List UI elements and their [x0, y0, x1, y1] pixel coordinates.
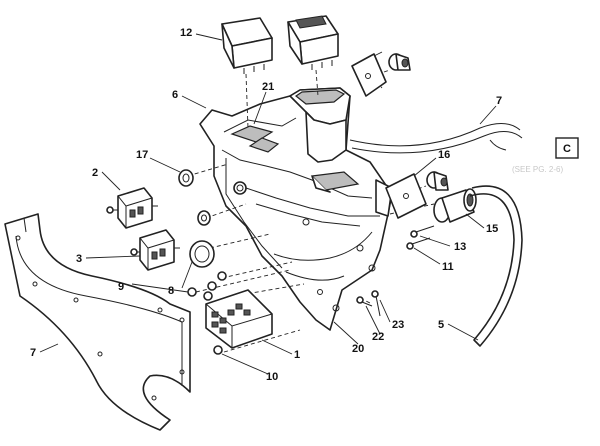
callout-12: 11	[442, 261, 454, 273]
leader-lines	[39, 33, 497, 375]
callout-20: 21	[262, 81, 274, 93]
wire-harness-8	[349, 123, 523, 154]
callout-6: 6	[172, 89, 178, 101]
washer-small	[197, 210, 211, 226]
cable-5-part	[469, 185, 523, 347]
callout-13: 13	[454, 241, 466, 253]
console-housing-part	[199, 87, 393, 331]
relay-3-part	[130, 229, 180, 271]
mounting-plate-top	[351, 53, 387, 97]
callout-22: 22	[372, 331, 384, 343]
callout-15: 12	[180, 27, 192, 39]
screws	[356, 225, 435, 317]
callout-3: 3	[76, 253, 82, 265]
callout-9: 8	[168, 285, 174, 297]
callout-10: 9	[118, 281, 124, 293]
mounting-plate-18	[385, 173, 427, 219]
rocker-switch-right	[287, 15, 339, 70]
callout-17: 17	[136, 149, 148, 161]
callout-1: 1	[294, 349, 300, 361]
reference-box-c: C (SEE PG. 2-6)	[512, 137, 579, 174]
callout-23: 23	[392, 319, 404, 331]
washer-17	[178, 169, 194, 187]
grommet-9	[189, 240, 215, 268]
callout-7: 7	[30, 347, 36, 359]
plug-connector-18	[426, 171, 449, 191]
bracket-panel-part	[4, 213, 191, 431]
rocker-switch-left	[221, 17, 273, 74]
callout-16: 15	[486, 223, 498, 235]
callout-11: 10	[266, 371, 278, 383]
callout-labels: 12 6 21 17 2 3 9 8 7 1 10 20 22 23 11 13…	[30, 27, 502, 383]
cable-gland-part	[433, 188, 477, 223]
fuse-block-part	[205, 289, 273, 349]
callout-8: 7	[496, 95, 502, 107]
callout-21: 20	[352, 343, 364, 355]
reference-box-label: C	[563, 143, 571, 155]
assembly-dashed-lines	[187, 69, 435, 353]
callout-18: 16	[438, 149, 450, 161]
reference-note: (SEE PG. 2-6)	[512, 165, 563, 174]
relay-2-part	[106, 187, 158, 229]
nuts-10	[187, 271, 227, 355]
callout-5: 5	[438, 319, 444, 331]
callout-2: 2	[92, 167, 98, 179]
plug-connector-top	[388, 53, 411, 71]
